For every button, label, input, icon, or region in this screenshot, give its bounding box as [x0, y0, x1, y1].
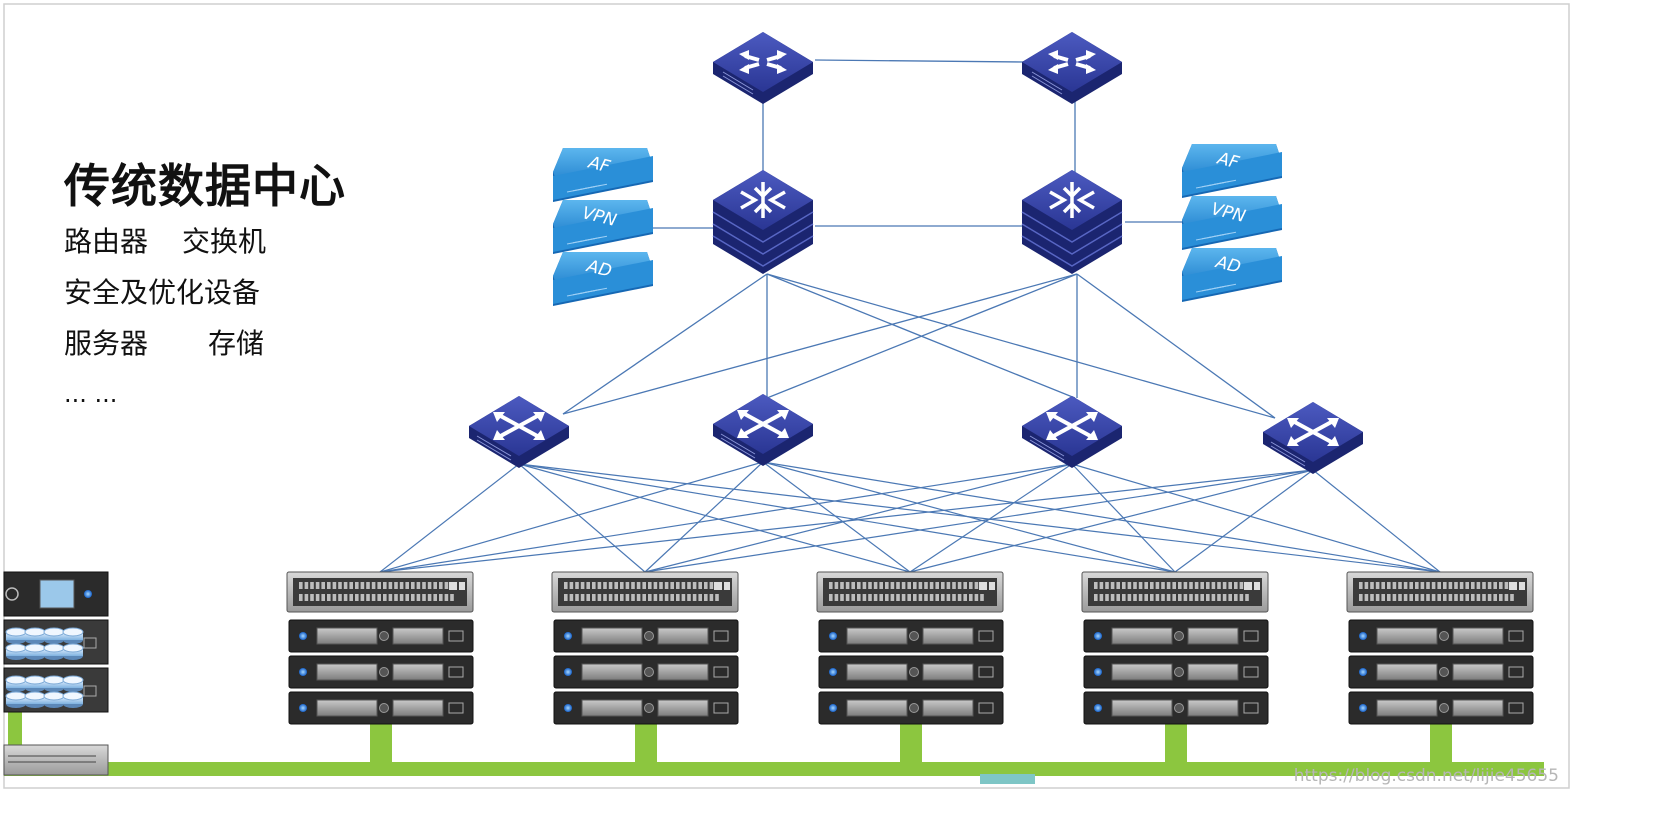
- security-appliance-icon: AF: [553, 148, 653, 202]
- label-routers: 路由器: [64, 225, 149, 258]
- watermark: https://blog.csdn.net/lijie45655: [1293, 766, 1559, 786]
- label-switches: 交换机: [182, 225, 267, 258]
- bus-drop: [370, 722, 392, 764]
- server-rack-row: [286, 571, 1534, 725]
- router-icon: [713, 32, 813, 104]
- security-appliance-icon: VPN: [1182, 196, 1282, 250]
- text-line-4: ... ...: [64, 380, 118, 408]
- bus-drop: [1430, 722, 1452, 764]
- access-server-link: [1174, 469, 1314, 573]
- access-switch-icon: [713, 394, 813, 466]
- core-access-link: [766, 273, 1078, 399]
- label-servers: 服务器: [64, 327, 149, 360]
- core-switch-icon: [712, 170, 814, 274]
- access-switch-icon: [1022, 396, 1122, 468]
- access-server-link: [644, 463, 1073, 573]
- security-appliance-icon: AD: [1182, 248, 1282, 302]
- text-line-3: 服务器 存储: [64, 322, 264, 362]
- frame-border: [3, 3, 1570, 789]
- bus-drop: [635, 722, 657, 764]
- access-server-link: [518, 463, 1176, 573]
- core-access-link: [562, 273, 768, 415]
- access-server-link: [644, 461, 764, 573]
- bus-drop: [900, 722, 922, 764]
- access-server-link: [762, 461, 911, 573]
- server-rack-icon: [1081, 571, 1269, 725]
- bus-connector: [980, 774, 1035, 784]
- link-lines: [562, 59, 1276, 419]
- server-rack-icon: [816, 571, 1004, 725]
- access-server-link: [518, 463, 911, 573]
- security-appliance-icon: AF: [1182, 144, 1282, 198]
- access-server-link: [909, 463, 1073, 573]
- server-rack-icon: [286, 571, 474, 725]
- router-link: [814, 59, 1026, 63]
- label-storage: 存储: [208, 327, 265, 360]
- router-icon: [1022, 32, 1122, 104]
- label-security: 安全及优化设备: [64, 276, 261, 309]
- access-server-link: [518, 463, 1441, 573]
- core-access-link: [766, 273, 1276, 419]
- core-switch-icon: [1021, 170, 1123, 274]
- access-server-link: [762, 461, 1176, 573]
- security-appliance-icon: AD: [553, 252, 653, 306]
- text-line-1: 路由器交换机: [64, 220, 266, 260]
- core-access-link: [562, 273, 1078, 415]
- bus-drop: [1165, 722, 1187, 764]
- green-bus: [4, 712, 1544, 784]
- access-server-link: [762, 461, 1441, 573]
- access-server-link: [379, 463, 520, 573]
- text-line-2: 安全及优化设备: [64, 271, 260, 311]
- access-server-link: [518, 463, 646, 573]
- storage-array-icon: [3, 571, 109, 776]
- access-server-link: [379, 469, 1314, 573]
- access-switch-row: [469, 394, 1363, 474]
- access-server-link: [1312, 469, 1441, 573]
- server-rack-icon: [551, 571, 739, 725]
- security-appliance-icon: VPN: [553, 200, 653, 254]
- access-server-link: [379, 463, 1073, 573]
- bus-trunk: [4, 762, 1544, 776]
- server-rack-icon: [1346, 571, 1534, 725]
- access-server-link: [644, 469, 1314, 573]
- access-server-links: [379, 461, 1441, 573]
- access-server-link: [1071, 463, 1441, 573]
- core-access-link: [1076, 273, 1276, 419]
- page-title: 传统数据中心: [64, 159, 346, 213]
- access-switch-icon: [469, 396, 569, 468]
- access-server-link: [909, 469, 1314, 573]
- access-server-link: [379, 461, 764, 573]
- access-switch-icon: [1263, 402, 1363, 474]
